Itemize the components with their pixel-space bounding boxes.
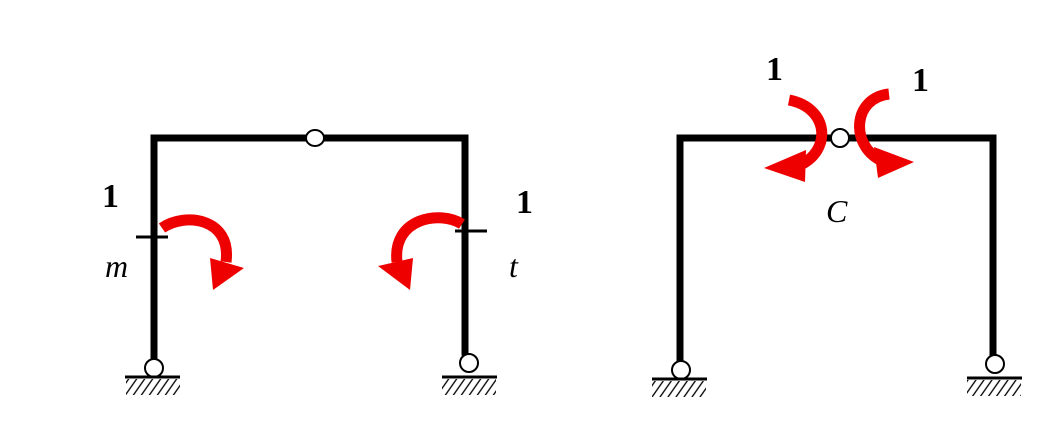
moment-value-m: 1 [102,178,119,215]
moment-arrow-c-right [854,88,914,178]
left-frame: 1 1 m t [102,129,533,395]
moment-arrow-c-left [764,94,828,182]
hinge-label-c: C [826,193,848,229]
left-frame-right-support [442,353,497,395]
right-frame-left-support [652,360,707,397]
right-frame-right-support [967,354,1022,396]
moment-value-c-left: 1 [766,51,783,88]
moment-arrow-m [158,214,244,290]
hinge-c [830,128,850,148]
left-frame-left-support [125,358,180,395]
section-label-m: m [105,248,128,284]
moment-arrow-t [378,212,465,290]
right-frame-members [676,134,997,369]
left-frame-crown-hinge [305,129,325,147]
left-frame-members [150,134,469,366]
moment-value-c-right: 1 [912,62,929,99]
right-frame: 1 1 C [652,51,1022,397]
moment-value-t: 1 [516,184,533,221]
section-label-t: t [509,248,519,284]
